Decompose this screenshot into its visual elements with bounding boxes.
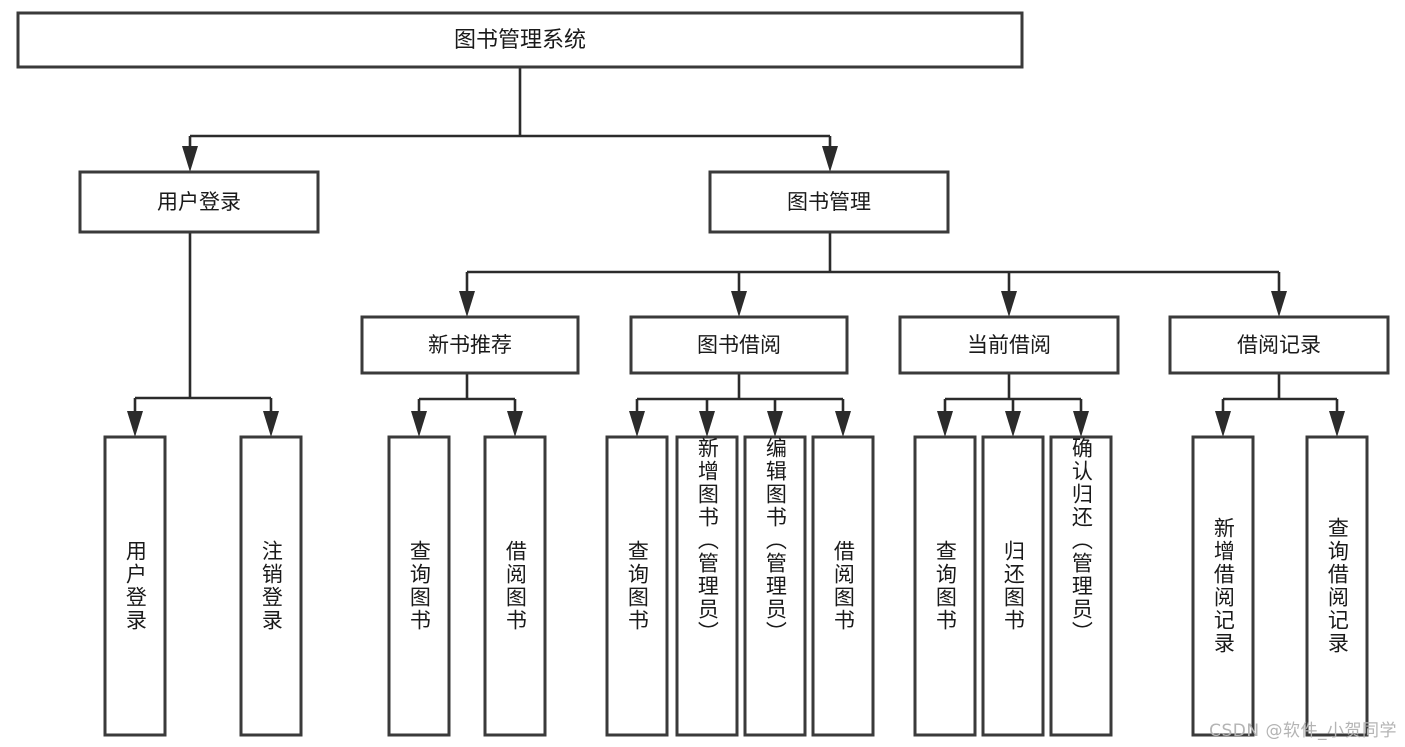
node-book-management-label: 图书管理	[787, 190, 871, 214]
leaf-box-query-book-1[interactable]	[387, 435, 451, 737]
arrowhead-leaf-query-record	[1329, 411, 1345, 437]
node-book-management-box[interactable]	[708, 170, 950, 234]
arrowhead-leaf-borrow-book-1	[507, 411, 523, 437]
arrowhead-currentborrow	[1001, 291, 1017, 317]
leaf-box-borrow-book-1[interactable]	[483, 435, 547, 737]
arrowhead-leaf-confirm-return	[1073, 411, 1089, 437]
arrowhead-leaf-add-record	[1215, 411, 1231, 437]
node-root-label: 图书管理系统	[454, 28, 586, 53]
connector-group-borrowrecord-leaves	[1215, 373, 1345, 437]
node-new-book-recommend-label: 新书推荐	[428, 333, 512, 357]
node-book-borrow-box[interactable]	[629, 315, 849, 375]
leaf-box-confirm-return[interactable]	[1049, 435, 1113, 737]
csdn-watermark: CSDN @软件_小贺同学	[1209, 721, 1397, 741]
node-borrow-record-box[interactable]	[1168, 315, 1390, 375]
node-root-box[interactable]	[16, 11, 1024, 69]
node-book-borrow-label: 图书借阅	[697, 333, 781, 357]
arrowhead-leaf-return-book	[1005, 411, 1021, 437]
arrowhead-borrowrecord	[1271, 291, 1287, 317]
node-current-borrow-box[interactable]	[898, 315, 1120, 375]
arrowhead-leaf-borrow-book-2	[835, 411, 851, 437]
leaf-box-user-login[interactable]	[103, 435, 167, 737]
leaf-box-edit-book[interactable]	[743, 435, 807, 737]
leaf-box-query-book-3[interactable]	[913, 435, 977, 737]
node-user-login-label: 用户登录	[157, 190, 241, 214]
connector-group-bookmgmt	[459, 232, 1287, 317]
leaf-box-borrow-book-2[interactable]	[811, 435, 875, 737]
arrowhead-userlogin	[182, 146, 198, 172]
arrowhead-leaf-user-login	[127, 411, 143, 437]
arrowhead-leaf-query-book-2	[629, 411, 645, 437]
arrowhead-leaf-user-logout	[263, 411, 279, 437]
arrowhead-bookmgmt	[822, 146, 838, 172]
node-new-book-recommend-box[interactable]	[360, 315, 580, 375]
node-borrow-record-label: 借阅记录	[1237, 333, 1321, 357]
leaf-box-query-record[interactable]	[1305, 435, 1369, 737]
leaf-box-query-book-2[interactable]	[605, 435, 669, 737]
arrowhead-leaf-query-book-3	[937, 411, 953, 437]
arrowhead-leaf-query-book-1	[411, 411, 427, 437]
connector-group-newbook-leaves	[411, 373, 523, 437]
node-user-login-box[interactable]	[78, 170, 320, 234]
connector-group-root	[182, 67, 838, 172]
leaf-box-return-book[interactable]	[981, 435, 1045, 737]
leaf-box-user-logout[interactable]	[239, 435, 303, 737]
arrowhead-newbook	[459, 291, 475, 317]
arrowhead-leaf-edit-book	[767, 411, 783, 437]
connector-group-userlogin-leaves	[127, 232, 279, 437]
arrowhead-bookborrow	[731, 291, 747, 317]
node-current-borrow-label: 当前借阅	[967, 333, 1051, 357]
leaf-box-add-book[interactable]	[675, 435, 739, 737]
connector-group-currentborrow-leaves	[937, 373, 1089, 437]
leaf-box-add-record[interactable]	[1191, 435, 1255, 737]
connector-group-bookborrow-leaves	[629, 373, 851, 437]
arrowhead-leaf-add-book	[699, 411, 715, 437]
